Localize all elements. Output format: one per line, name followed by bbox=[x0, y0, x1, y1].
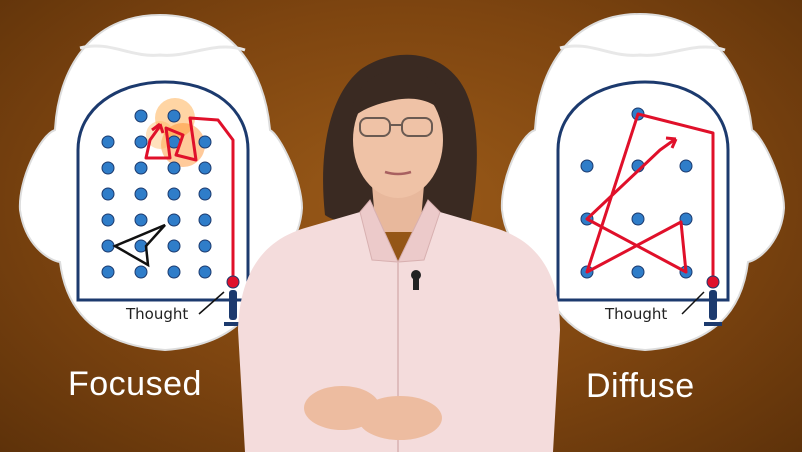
diffuse-plunger bbox=[704, 275, 722, 326]
diffuse-thought-pointer bbox=[681, 291, 705, 315]
focused-caption: Focused bbox=[68, 365, 202, 403]
focused-arrowhead bbox=[151, 122, 165, 134]
focused-thought-label: Thought bbox=[126, 305, 189, 323]
focused-dot-grid bbox=[101, 109, 212, 279]
presenter-hands bbox=[304, 386, 442, 440]
presenter-glasses bbox=[359, 117, 433, 137]
focused-thought-pointer bbox=[198, 291, 225, 315]
focused-thought-path bbox=[144, 116, 235, 282]
diffuse-pinball-frame bbox=[556, 80, 730, 302]
diffuse-arrowhead bbox=[665, 136, 678, 149]
diffuse-thought-path bbox=[585, 112, 715, 282]
presenter-bangs bbox=[350, 69, 448, 120]
presenter-neck bbox=[372, 185, 424, 232]
diffuse-thought-label: Thought bbox=[605, 305, 668, 323]
lapel-microphone bbox=[411, 270, 421, 290]
diffuse-caption: Diffuse bbox=[586, 367, 695, 405]
presenter-face bbox=[353, 82, 443, 198]
focused-black-path bbox=[112, 223, 166, 268]
presenter-mouth bbox=[384, 170, 412, 176]
focused-plunger bbox=[224, 275, 242, 326]
